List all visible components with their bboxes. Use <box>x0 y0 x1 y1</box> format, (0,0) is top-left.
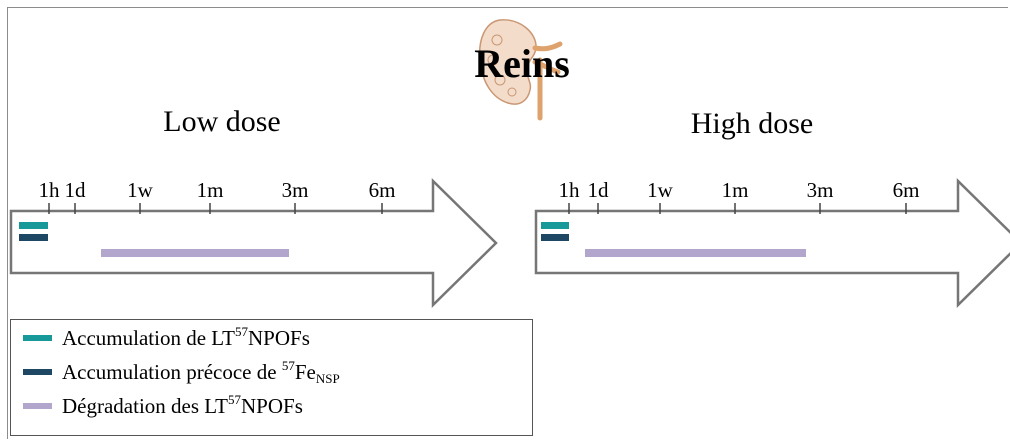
time-arrow <box>534 178 1010 308</box>
tick-label-1h: 1h <box>39 178 61 202</box>
legend: Accumulation de LT57NPOFs Accumulation p… <box>10 319 533 436</box>
legend-label: Accumulation précoce de 57FeNSP <box>62 357 340 386</box>
diagram-title: Reins <box>474 41 570 86</box>
legend-item-accumulation-lt57npofs: Accumulation de LT57NPOFs <box>23 325 310 351</box>
time-arrow <box>9 178 498 308</box>
tick-label-1w: 1w <box>127 178 154 202</box>
tick-label-1d: 1d <box>65 178 87 202</box>
bar-degradation-lt57npofs <box>101 249 289 257</box>
bar-accumulation-57fensp <box>541 234 569 241</box>
teal-bar-icon <box>23 335 52 341</box>
tick-label-3m: 3m <box>807 178 834 202</box>
lavender-bar-icon <box>23 403 52 409</box>
bar-accumulation-57fensp <box>19 234 48 241</box>
legend-label: Accumulation de LT57NPOFs <box>62 323 310 350</box>
tick-label-1w: 1w <box>647 178 674 202</box>
panel-label: High dose <box>691 107 814 140</box>
legend-item-degradation-lt57npofs: Dégradation des LT57NPOFs <box>23 393 303 419</box>
bar-degradation-lt57npofs <box>585 249 806 257</box>
navy-bar-icon <box>23 369 52 375</box>
legend-label: Dégradation des LT57NPOFs <box>62 391 303 418</box>
bar-accumulation-lt57npofs <box>541 222 569 229</box>
panel-label: Low dose <box>163 105 280 138</box>
kidney-icon <box>478 19 563 121</box>
tick-label-1d: 1d <box>588 178 610 202</box>
timeline-panel-high-dose: High dose 1h 1d 1w 1m 3m 6m <box>534 107 1010 308</box>
tick-label-1h: 1h <box>559 178 581 202</box>
tick-label-3m: 3m <box>282 178 309 202</box>
legend-item-accumulation-57fensp: Accumulation précoce de 57FeNSP <box>23 359 340 385</box>
tick-label-1m: 1m <box>722 178 749 202</box>
tick-label-6m: 6m <box>893 178 920 202</box>
tick-label-1m: 1m <box>197 178 224 202</box>
bar-accumulation-lt57npofs <box>19 222 48 229</box>
diagram-frame <box>7 7 1008 439</box>
tick-label-6m: 6m <box>369 178 396 202</box>
